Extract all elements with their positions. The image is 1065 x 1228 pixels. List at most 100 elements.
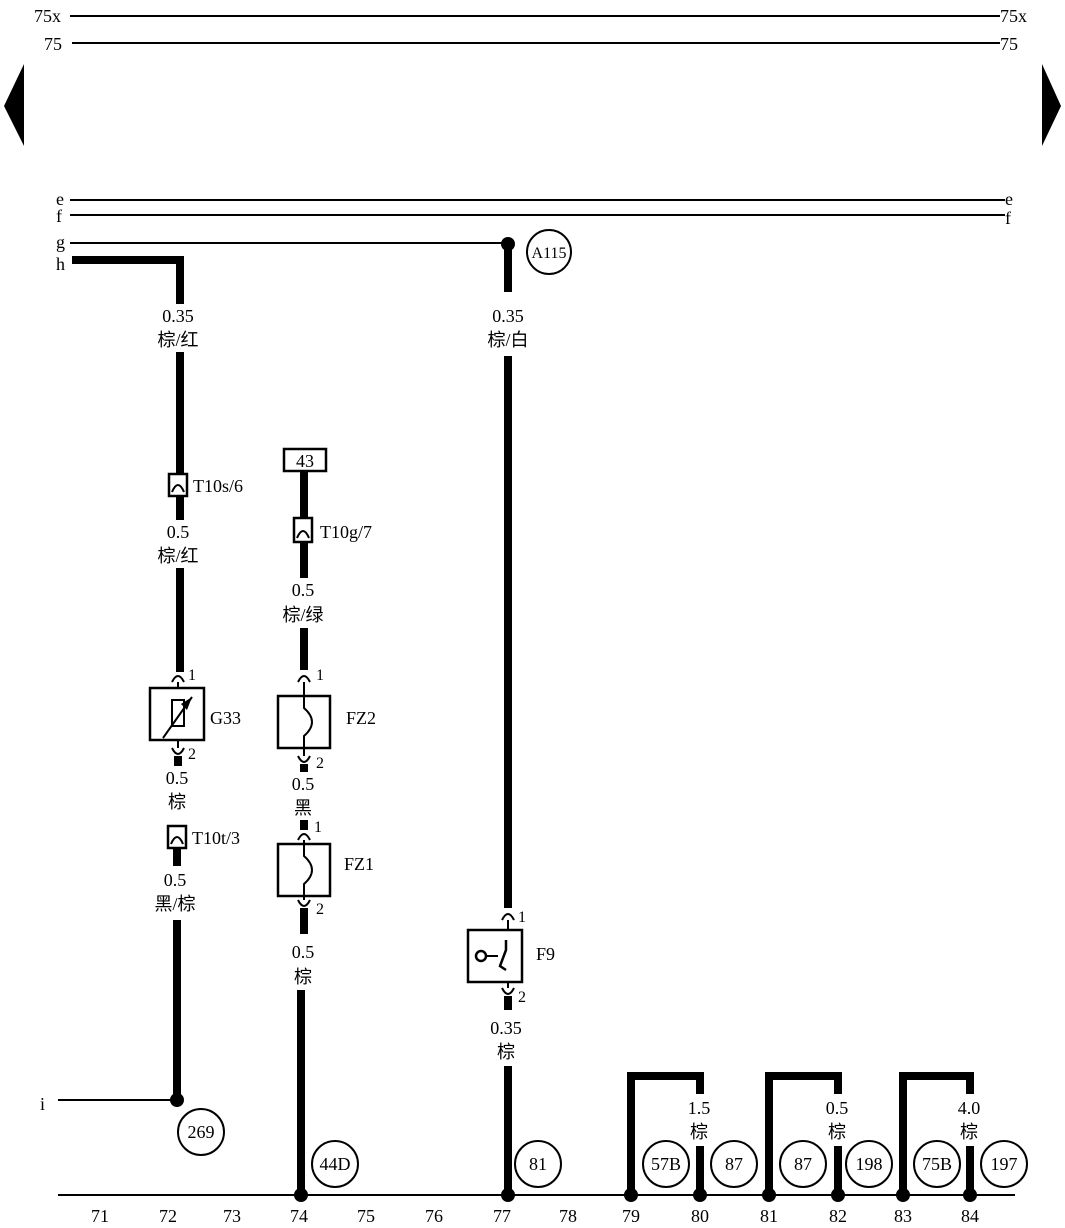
column-number: 75 [357,1206,375,1226]
bridge-83-84: 4.0 棕 [899,1072,980,1194]
component-label: F9 [536,944,555,964]
wire-color-label: 棕/白 [487,330,528,350]
wire-color-label: 黑/棕 [154,894,195,914]
ref-circle-57b: 57B [642,1140,690,1188]
pin-label: 2 [316,901,324,918]
wire-size-label: 0.5 [167,522,190,542]
ref-circle-81: 81 [514,1140,562,1188]
connector-label: T10t/3 [192,828,240,848]
junction-dot [624,1188,638,1202]
ref-circle-label: 269 [188,1122,215,1142]
arrow-icon [181,697,192,710]
bridge-79-80: 1.5 棕 [627,1072,711,1194]
fuse-fz1: 1 2 FZ1 [276,819,374,918]
column-number: 79 [622,1206,640,1226]
junction-dot [762,1188,776,1202]
wire-size-label: 0.5 [292,942,315,962]
column-number: 71 [91,1206,109,1226]
ref-circle-75b: 75B [913,1140,961,1188]
ref-circle-label: 197 [991,1154,1018,1174]
bus-f: f f [56,206,1011,228]
column-number: 74 [290,1206,308,1226]
wire-color-label: 棕 [690,1122,708,1142]
ref-circle-label: A115 [532,245,567,262]
wire-size-label: 0.5 [164,870,187,890]
ref-circle-label: 44D [320,1154,351,1174]
column-number: 78 [559,1206,577,1226]
pin-label: 1 [314,819,322,836]
wire-size-label: 0.5 [166,768,189,788]
ref-circle-87a: 87 [710,1140,758,1188]
junction-dot [896,1188,910,1202]
column-number: 80 [691,1206,709,1226]
ref-box-label: 43 [296,451,314,471]
connector-label: T10g/7 [320,522,372,542]
junction-dot [693,1188,707,1202]
connector-label: T10s/6 [193,476,243,496]
wire-color-label: 棕/红 [157,546,198,566]
connector-t10g7: T10g/7 [292,516,372,544]
bus-f-label-right: f [1005,208,1011,228]
column-number: 82 [829,1206,847,1226]
wire-color-label: 棕 [497,1042,515,1062]
triangle-left-icon[interactable] [4,64,24,146]
junction-dot [831,1188,845,1202]
circuit-72: 0.35 棕/红 T10s/6 0.5 棕/红 1 2 G33 0.5 [40,256,243,1114]
ground-junctions [294,1188,977,1202]
triangle-right-icon[interactable] [1042,64,1061,146]
bus-75x-label-left: 75x [34,6,61,26]
bus-f-label-left: f [56,206,62,226]
ref-circle-label: 198 [856,1154,883,1174]
junction-dot [294,1188,308,1202]
connector-t10t3: T10t/3 [166,824,240,850]
bus-g: g [56,232,508,252]
bus-i-label: i [40,1094,45,1114]
pin-label: 2 [518,989,526,1006]
pin-label: 2 [316,755,324,772]
wire-color-label: 棕/红 [157,330,198,350]
component-label: FZ2 [346,708,376,728]
bus-h-label-left: h [56,254,65,274]
circuit-77: 0.35 棕/白 1 2 F9 0.35 棕 [466,237,555,1194]
pin-label: 1 [316,667,324,684]
bus-e-label-right: e [1005,189,1013,209]
column-numbers: 71 72 73 74 75 76 77 78 79 80 81 82 83 8… [91,1206,979,1226]
ref-circle-label: 75B [922,1154,952,1174]
wire-size-label: 1.5 [688,1098,711,1118]
fuse-fz2: 1 2 FZ2 [276,667,376,772]
wire-size-label: 0.5 [292,774,315,794]
bus-75x: 75x 75x [34,6,1027,26]
ref-circle-44d: 44D [311,1140,359,1188]
circuit-74: 43 T10g/7 0.5 棕/绿 1 2 FZ2 0.5 黑 [276,447,376,1194]
pin-label: 1 [188,667,196,684]
column-number: 76 [425,1206,443,1226]
ref-circle-198: 198 [845,1140,893,1188]
ref-circle-87b: 87 [779,1140,827,1188]
column-number: 84 [961,1206,979,1226]
bus-75-label-right: 75 [1000,34,1018,54]
component-label: G33 [210,708,241,728]
pin-label: 2 [188,746,196,763]
ref-circle-label: 87 [725,1154,743,1174]
wire-color-label: 棕 [960,1122,978,1142]
wire-color-label: 棕 [168,792,186,812]
bus-g-label-left: g [56,232,65,252]
bus-e: e e [56,189,1013,209]
ref-circle-a115: A115 [526,229,572,275]
column-number: 83 [894,1206,912,1226]
ref-circle-label: 81 [529,1154,547,1174]
component-label: FZ1 [344,854,374,874]
ref-circle-label: 57B [651,1154,681,1174]
sensor-g33: 1 2 G33 [148,667,241,763]
ref-circle-label: 87 [794,1154,812,1174]
wire-size-label: 0.35 [162,306,194,326]
wire-size-label: 0.5 [826,1098,849,1118]
column-number: 72 [159,1206,177,1226]
column-number: 73 [223,1206,241,1226]
ref-circle-197: 197 [980,1140,1028,1188]
wire-color-label: 棕 [294,967,312,987]
bus-e-label-left: e [56,189,64,209]
wire-size-label: 0.35 [492,306,524,326]
bus-75-label-left: 75 [44,34,62,54]
